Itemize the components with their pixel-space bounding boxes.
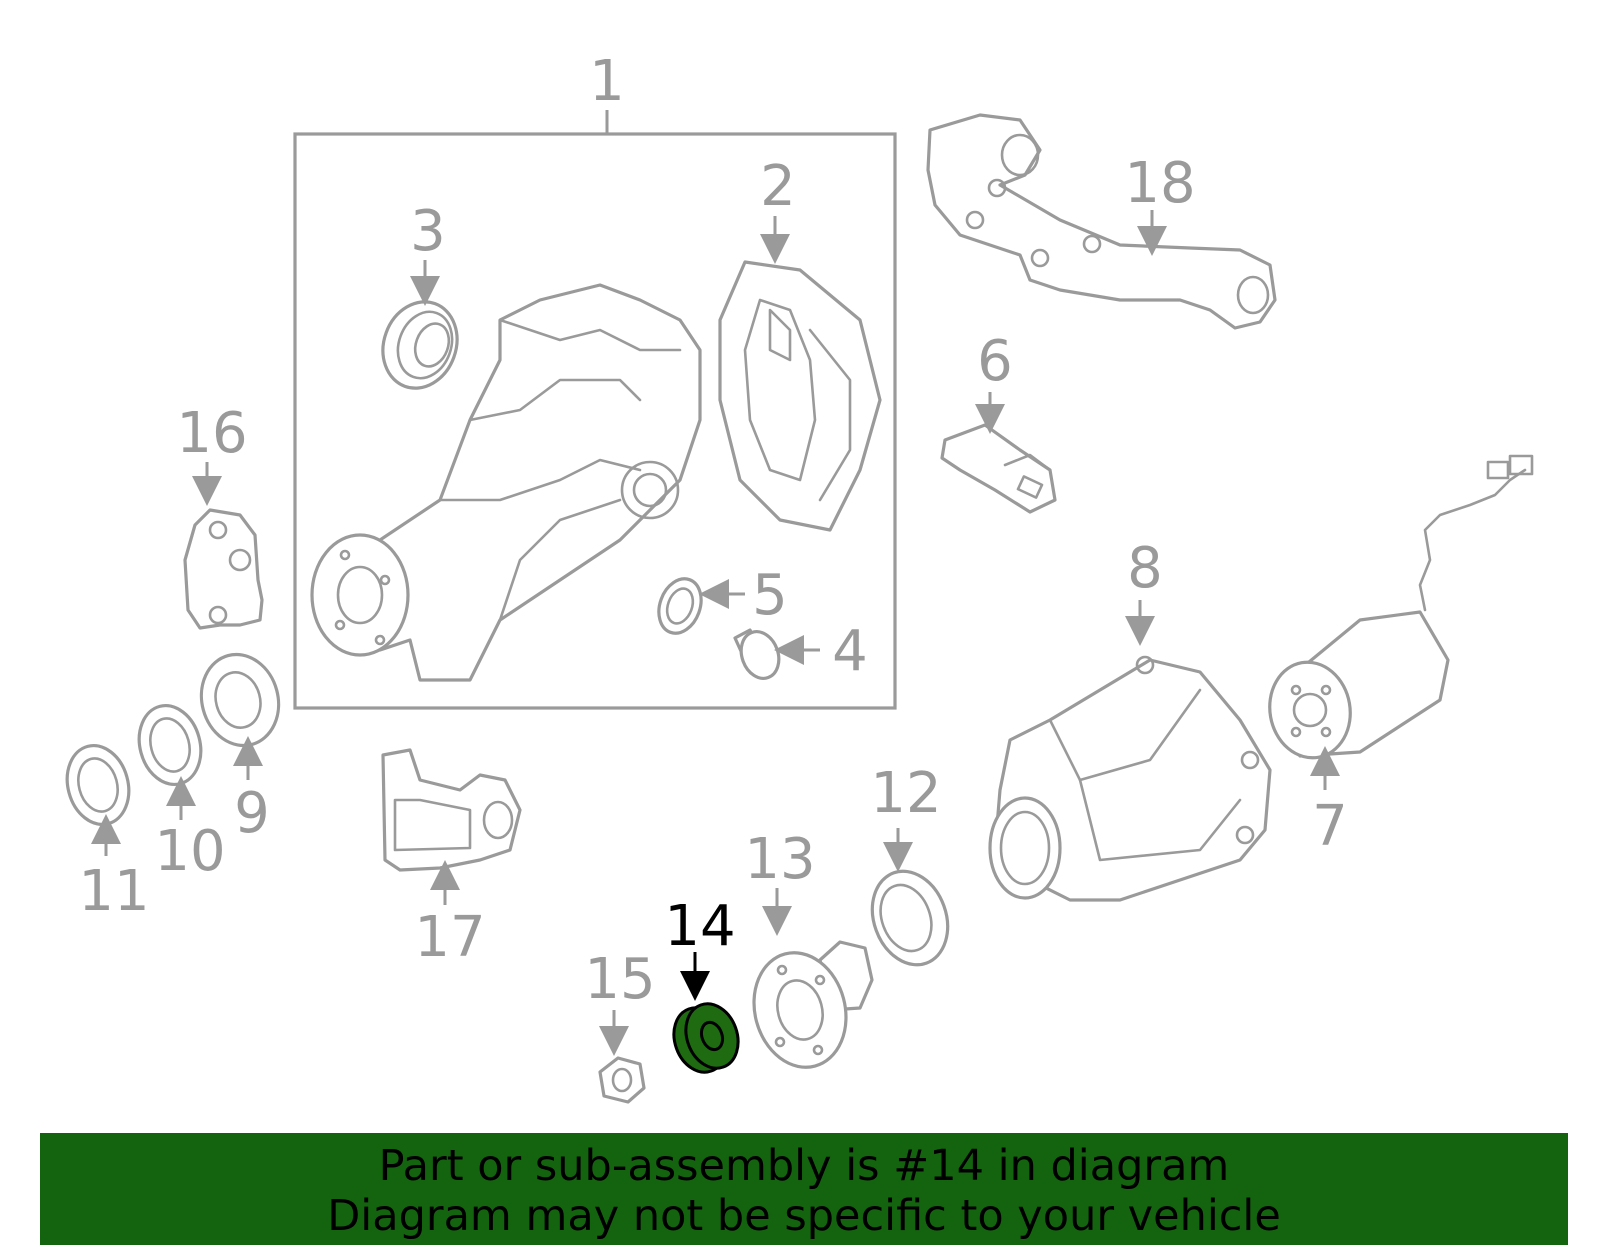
seal-part-12[interactable] [860, 861, 960, 976]
callout-16: 16 [176, 401, 247, 466]
callout-9: 9 [234, 781, 270, 846]
callout-17: 17 [414, 905, 485, 970]
callout-labels: 1 2 3 4 5 6 7 8 9 10 11 12 13 14 15 16 1… [78, 49, 1347, 1012]
transfer-housing-part[interactable] [988, 655, 1272, 902]
shim-part-11[interactable] [59, 739, 138, 832]
banner-line-1: Part or sub-assembly is #14 in diagram [378, 1141, 1230, 1191]
leader-lines [91, 210, 1340, 1056]
callout-1: 1 [589, 49, 625, 114]
rear-cover-part[interactable] [718, 260, 882, 532]
callout-15: 15 [584, 947, 655, 1012]
differential-housing-part[interactable] [310, 283, 702, 682]
callout-18: 18 [1124, 151, 1195, 216]
callout-11: 11 [78, 859, 149, 924]
callout-14: 14 [664, 894, 735, 959]
shim-part-10[interactable] [131, 699, 210, 792]
callout-6: 6 [977, 329, 1013, 394]
highlighted-part-14[interactable] [665, 996, 747, 1079]
callout-8: 8 [1127, 536, 1163, 601]
info-banner: Part or sub-assembly is #14 in diagram D… [40, 1133, 1568, 1245]
washer-part-5[interactable] [652, 573, 709, 639]
mount-bracket-part-17[interactable] [381, 748, 522, 872]
callout-5: 5 [752, 563, 788, 628]
seal-part-3[interactable] [371, 291, 469, 398]
mount-bracket-part-16[interactable] [183, 508, 264, 630]
nut-part-15[interactable] [598, 1056, 646, 1104]
bearing-part-9[interactable] [191, 646, 288, 755]
drain-plug-part[interactable] [733, 626, 785, 683]
callout-2: 2 [760, 154, 796, 219]
callout-3: 3 [410, 199, 446, 264]
callout-12: 12 [870, 761, 941, 826]
crossmember-part-18[interactable] [926, 113, 1277, 330]
assembly-box [293, 132, 897, 710]
callout-13: 13 [744, 827, 815, 892]
callout-7: 7 [1312, 794, 1348, 859]
callout-4: 4 [832, 619, 868, 684]
callout-10: 10 [154, 819, 225, 884]
flange-part-13[interactable] [742, 940, 874, 1078]
sensor-part-6[interactable] [940, 423, 1057, 514]
banner-line-2: Diagram may not be specific to your vehi… [327, 1191, 1281, 1241]
actuator-motor-part[interactable] [1262, 454, 1534, 764]
